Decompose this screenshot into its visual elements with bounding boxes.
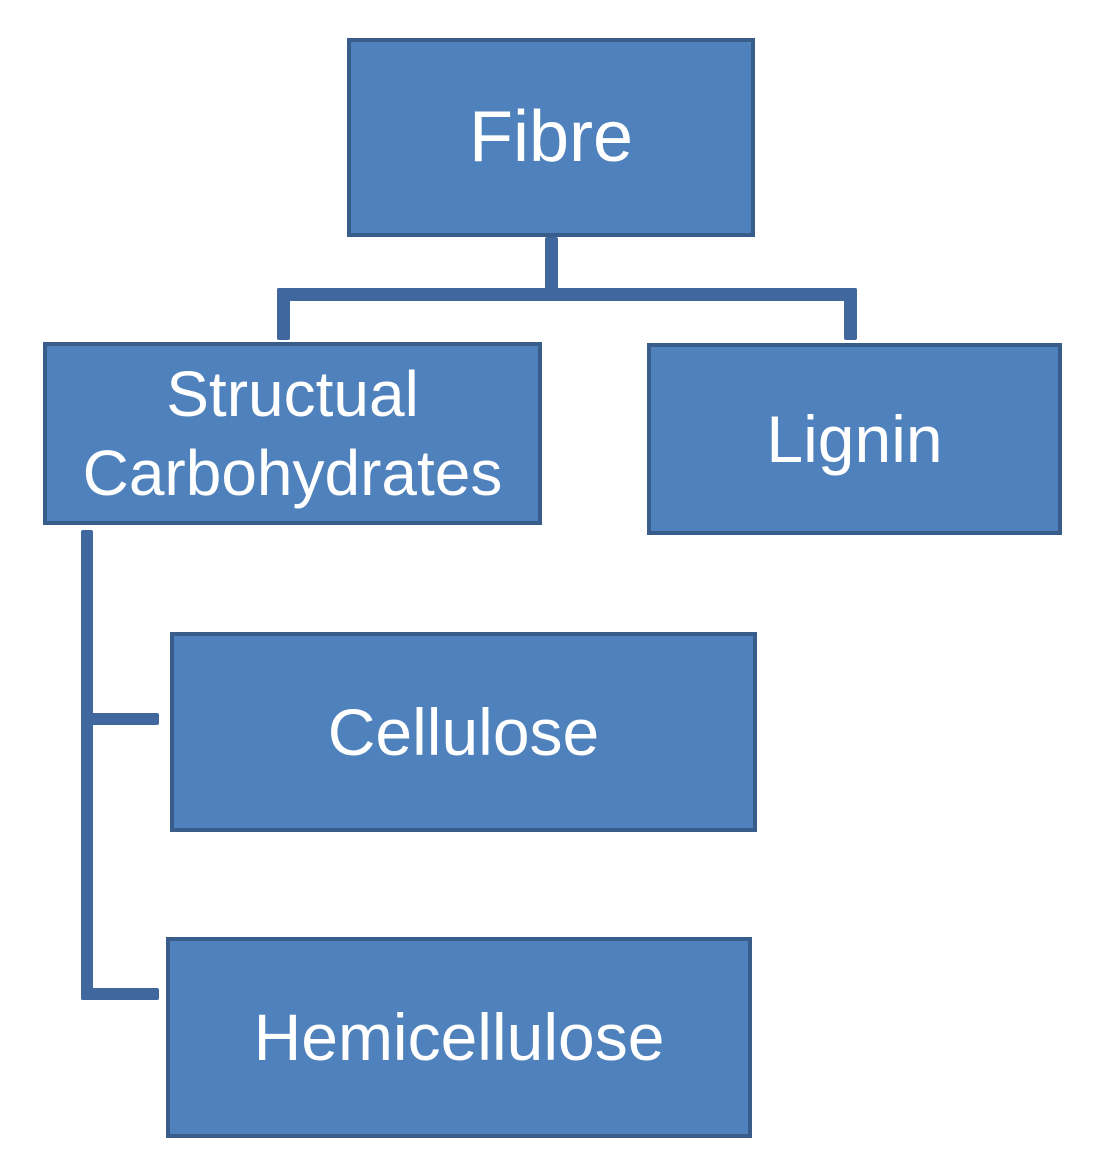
node-cellulose-label: Cellulose	[327, 694, 600, 769]
node-lignin: Lignin	[647, 343, 1062, 535]
node-hemicellulose: Hemicellulose	[166, 937, 752, 1138]
connector-structural-trunk	[81, 530, 93, 1000]
node-fibre: Fibre	[347, 38, 755, 237]
connector-to-hemicellulose	[81, 988, 159, 1000]
connector-to-structural-carbohydrates	[277, 288, 290, 340]
connector-to-cellulose	[81, 713, 159, 725]
connector-fibre-horizontal	[277, 288, 857, 301]
node-hemicellulose-label: Hemicellulose	[253, 1000, 665, 1075]
node-lignin-label: Lignin	[766, 401, 943, 476]
node-structural-carbohydrates: Structual Carbohydrates	[43, 342, 542, 525]
node-structural-carbohydrates-label: Structual Carbohydrates	[82, 358, 503, 509]
connector-fibre-down-stub	[545, 237, 558, 293]
node-cellulose: Cellulose	[170, 632, 757, 832]
connector-to-lignin	[844, 288, 857, 340]
node-fibre-label: Fibre	[468, 96, 634, 177]
